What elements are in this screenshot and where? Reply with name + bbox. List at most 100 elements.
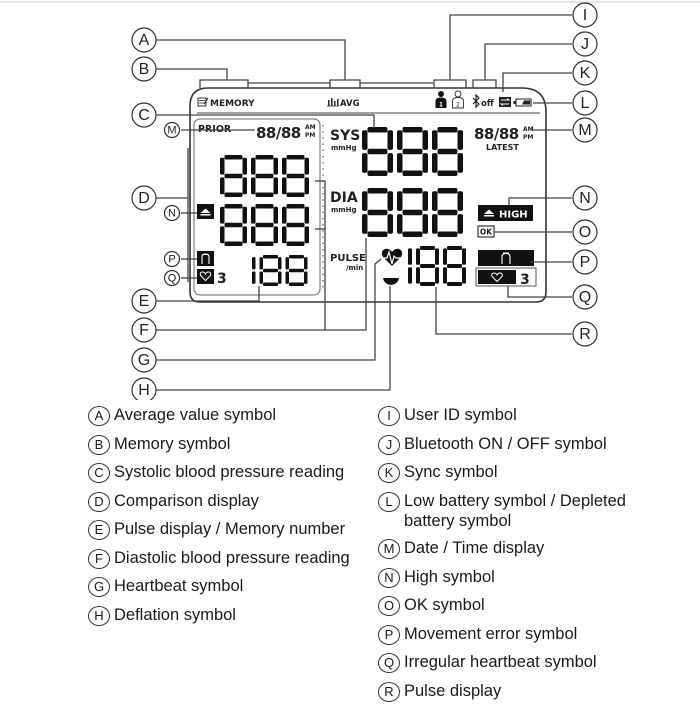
prior-dia-digit <box>251 204 278 246</box>
sys-label: SYS <box>330 128 360 144</box>
main-pulse-digit <box>408 248 412 284</box>
callout-p: P <box>572 249 598 275</box>
legend-text: Low battery symbol / Depleted battery sy… <box>404 491 626 530</box>
legend-letter-badge: Q <box>378 653 400 673</box>
svg-text:K: K <box>580 65 591 82</box>
svg-text:A: A <box>139 32 150 49</box>
memory-icon <box>197 97 209 107</box>
svg-text:F: F <box>139 322 149 339</box>
legend-letter-badge: N <box>378 567 400 588</box>
callout-o: O <box>572 219 598 245</box>
prior-datetime: 88/88 AM PM <box>256 124 316 142</box>
prior-dia-digit <box>220 204 247 246</box>
svg-text:C: C <box>138 107 150 124</box>
user-1-icon: 1 <box>435 91 447 109</box>
prior-pulse-digit <box>285 255 308 286</box>
legend-text: User ID symbol <box>404 406 517 424</box>
lcd-diagram: MEMORY AVG 1 2 off <box>0 1 700 400</box>
legend-letter-badge: D <box>88 491 110 512</box>
callout-f: F <box>131 317 157 343</box>
legend-letter-badge: J <box>378 434 400 455</box>
legend-letter-badge: G <box>88 577 110 597</box>
legend-letter-badge: K <box>378 463 400 483</box>
callout-m: M <box>572 117 598 143</box>
leader-lines <box>156 14 572 391</box>
callout-j: J <box>572 31 598 57</box>
bluetooth-icon <box>472 93 480 109</box>
prior-irregular-heartbeat-icon <box>197 269 214 284</box>
irregular-count: 3 <box>520 272 530 288</box>
high-triangle-icon <box>484 209 494 214</box>
bluetooth-status-label: off <box>481 99 494 109</box>
high-symbol: HIGH <box>478 205 533 221</box>
legend-letter-badge: B <box>88 434 110 455</box>
main-pulse-digit <box>443 246 466 286</box>
svg-text:D: D <box>138 190 150 207</box>
avg-label: AVG <box>340 99 360 109</box>
latest-datetime-digits: 88/88 <box>474 125 519 143</box>
callout-l: L <box>572 90 598 116</box>
user-2-icon: 2 <box>452 90 464 109</box>
legend-text: Deflation symbol <box>114 605 236 624</box>
irregular-heartbeat-symbol: 3 <box>475 267 537 288</box>
svg-text:L: L <box>581 95 590 112</box>
callout-i: I <box>572 2 598 28</box>
latest-datetime: 88/88 AM PM LATEST <box>474 125 534 152</box>
prior-pulse-digit <box>252 257 256 284</box>
legend-text: Heartbeat symbol <box>114 577 244 595</box>
dia-unit: mmHg <box>331 206 356 214</box>
legend-letter-badge: A <box>88 406 110 426</box>
deflation-icon <box>383 278 399 285</box>
callout-q: Q <box>572 284 598 310</box>
legend-letter-badge: O <box>378 596 400 616</box>
callout-n: N <box>572 185 598 211</box>
legend-text: Memory symbol <box>114 434 231 453</box>
legend-letter-badge: I <box>378 406 400 426</box>
svg-text:Q: Q <box>168 273 177 285</box>
legend-letter-badge: E <box>88 520 110 540</box>
avg-symbol: AVG <box>327 98 360 109</box>
legend-text: Bluetooth ON / OFF symbol <box>404 434 607 453</box>
legend-text: Irregular heartbeat symbol <box>404 653 597 671</box>
latest-label: LATEST <box>486 143 519 152</box>
memory-symbol: MEMORY <box>197 97 255 109</box>
svg-text:Q: Q <box>579 289 591 306</box>
prior-memory-number: 3 <box>217 271 227 287</box>
svg-text:I: I <box>583 7 587 24</box>
prior-sys-digit <box>220 155 247 197</box>
main-sys-reading <box>362 127 463 176</box>
legend-text: OK symbol <box>404 596 485 614</box>
prior-high-icon <box>197 204 214 219</box>
pulse-unit: /min <box>346 264 363 272</box>
main-dia-digit <box>362 188 393 237</box>
pulse-label: PULSE <box>330 253 366 264</box>
svg-text:O: O <box>579 224 591 241</box>
prior-pulse-digit <box>259 255 282 286</box>
main-sys-digit <box>397 127 428 176</box>
latest-pm-label: PM <box>523 134 533 141</box>
memory-label: MEMORY <box>210 99 255 109</box>
cuff-icon <box>501 252 511 264</box>
prior-pm-label: PM <box>305 132 315 139</box>
user-id-symbol: 1 2 <box>435 90 464 109</box>
ok-label: OK <box>480 228 493 237</box>
svg-text:R: R <box>579 326 591 343</box>
prior-datetime-digits: 88/88 <box>256 124 301 142</box>
avg-bars-icon <box>327 98 339 107</box>
prior-movement-error-icon <box>197 251 214 266</box>
legend-letter-badge: H <box>88 605 110 626</box>
svg-text:P: P <box>580 254 591 271</box>
legend-text: Sync symbol <box>404 463 498 481</box>
legend-text: Comparison display <box>114 491 259 510</box>
movement-error-symbol <box>478 250 534 266</box>
